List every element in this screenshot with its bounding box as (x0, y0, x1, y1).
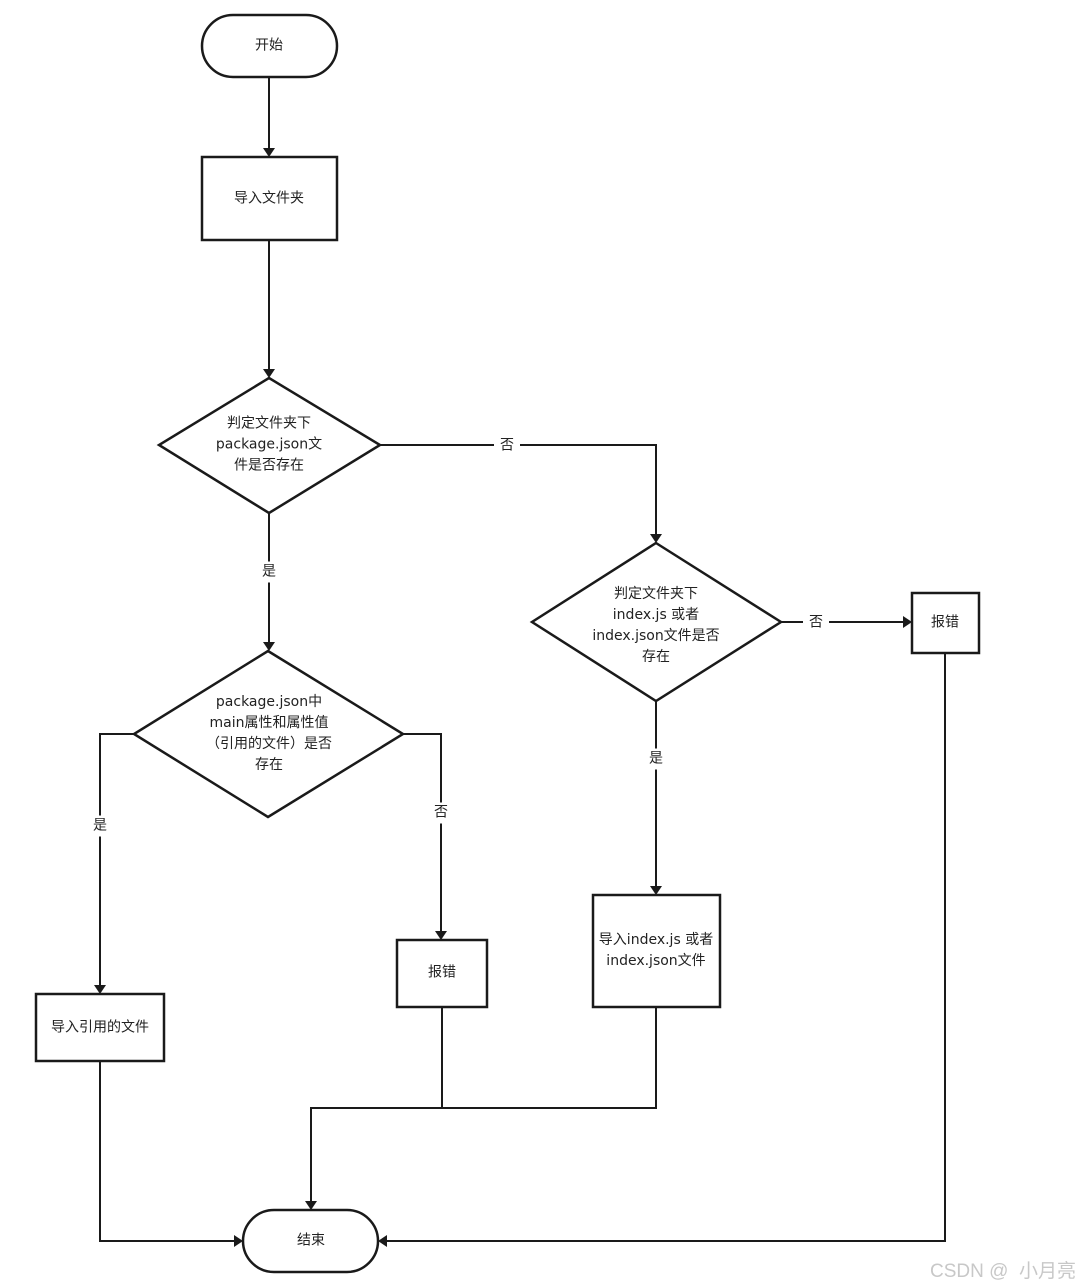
error-mid-label: 报错 (428, 964, 456, 981)
arrowhead (263, 642, 275, 651)
check-index-label: 判定文件夹下 index.js 或者 index.json文件是否 存在 (592, 584, 719, 664)
edge-package-no (380, 444, 657, 534)
edge-label-package-no: 否 (494, 435, 520, 457)
check-main-line: package.json中 (215, 694, 323, 710)
edge-label-main-yes: 是 (87, 815, 113, 837)
edge-label-index-no: 否 (803, 612, 829, 634)
check-index-line: 判定文件夹下 (614, 586, 698, 602)
edge-main-yes (99, 733, 134, 985)
check-package-line: 判定文件夹下 (227, 415, 311, 432)
check-index-line: index.js 或者 (612, 607, 700, 623)
edge-label-index-yes: 是 (643, 748, 669, 770)
check-package-label: 判定文件夹下 package.json文 件是否存在 (216, 414, 322, 477)
arrowhead (903, 616, 912, 628)
check-package-line: package.json文 (215, 436, 323, 453)
arrowhead (650, 886, 662, 895)
edge-label-main-no: 否 (428, 802, 454, 824)
check-main-line: （引用的文件）是否 (206, 736, 332, 752)
arrowhead (650, 534, 662, 543)
edge-main-no (403, 733, 442, 931)
check-index-line: index.json文件是否 (592, 628, 720, 644)
edge-label-package-yes: 是 (256, 561, 282, 583)
import-folder-box (200, 155, 339, 242)
import-index-label: 导入index.js 或者 index.json文件 (599, 930, 713, 972)
arrowhead (94, 985, 106, 994)
check-index-line: 存在 (642, 649, 670, 664)
edge-error-mid-to-end (310, 1007, 443, 1201)
check-main-line: 存在 (255, 757, 283, 773)
end-label: 结束 (297, 1232, 325, 1249)
import-folder-label: 导入文件夹 (234, 190, 304, 207)
edge-error-right-to-end (387, 653, 946, 1242)
check-main-label: package.json中 main属性和属性值 （引用的文件）是否 存在 (206, 692, 332, 776)
check-package-line: 件是否存在 (234, 457, 304, 474)
import-ref-label: 导入引用的文件 (51, 1019, 149, 1036)
edge-import-index-to-end (442, 1007, 657, 1109)
start-label: 开始 (255, 37, 283, 54)
watermark-text: CSDN @ 小月亮 (930, 1261, 1076, 1282)
import-index-line: index.json文件 (606, 953, 706, 969)
import-index-line: 导入index.js 或者 (598, 932, 714, 948)
edge-import-ref-to-end (99, 1061, 234, 1242)
check-main-diamond (131, 649, 406, 819)
arrowhead (378, 1235, 387, 1247)
error-right-label: 报错 (931, 614, 959, 631)
arrowhead (305, 1201, 317, 1210)
arrowhead (234, 1235, 243, 1247)
arrowhead (435, 931, 447, 940)
arrowhead (263, 148, 275, 157)
arrowhead (263, 369, 275, 378)
check-main-line: main属性和属性值 (209, 715, 329, 731)
